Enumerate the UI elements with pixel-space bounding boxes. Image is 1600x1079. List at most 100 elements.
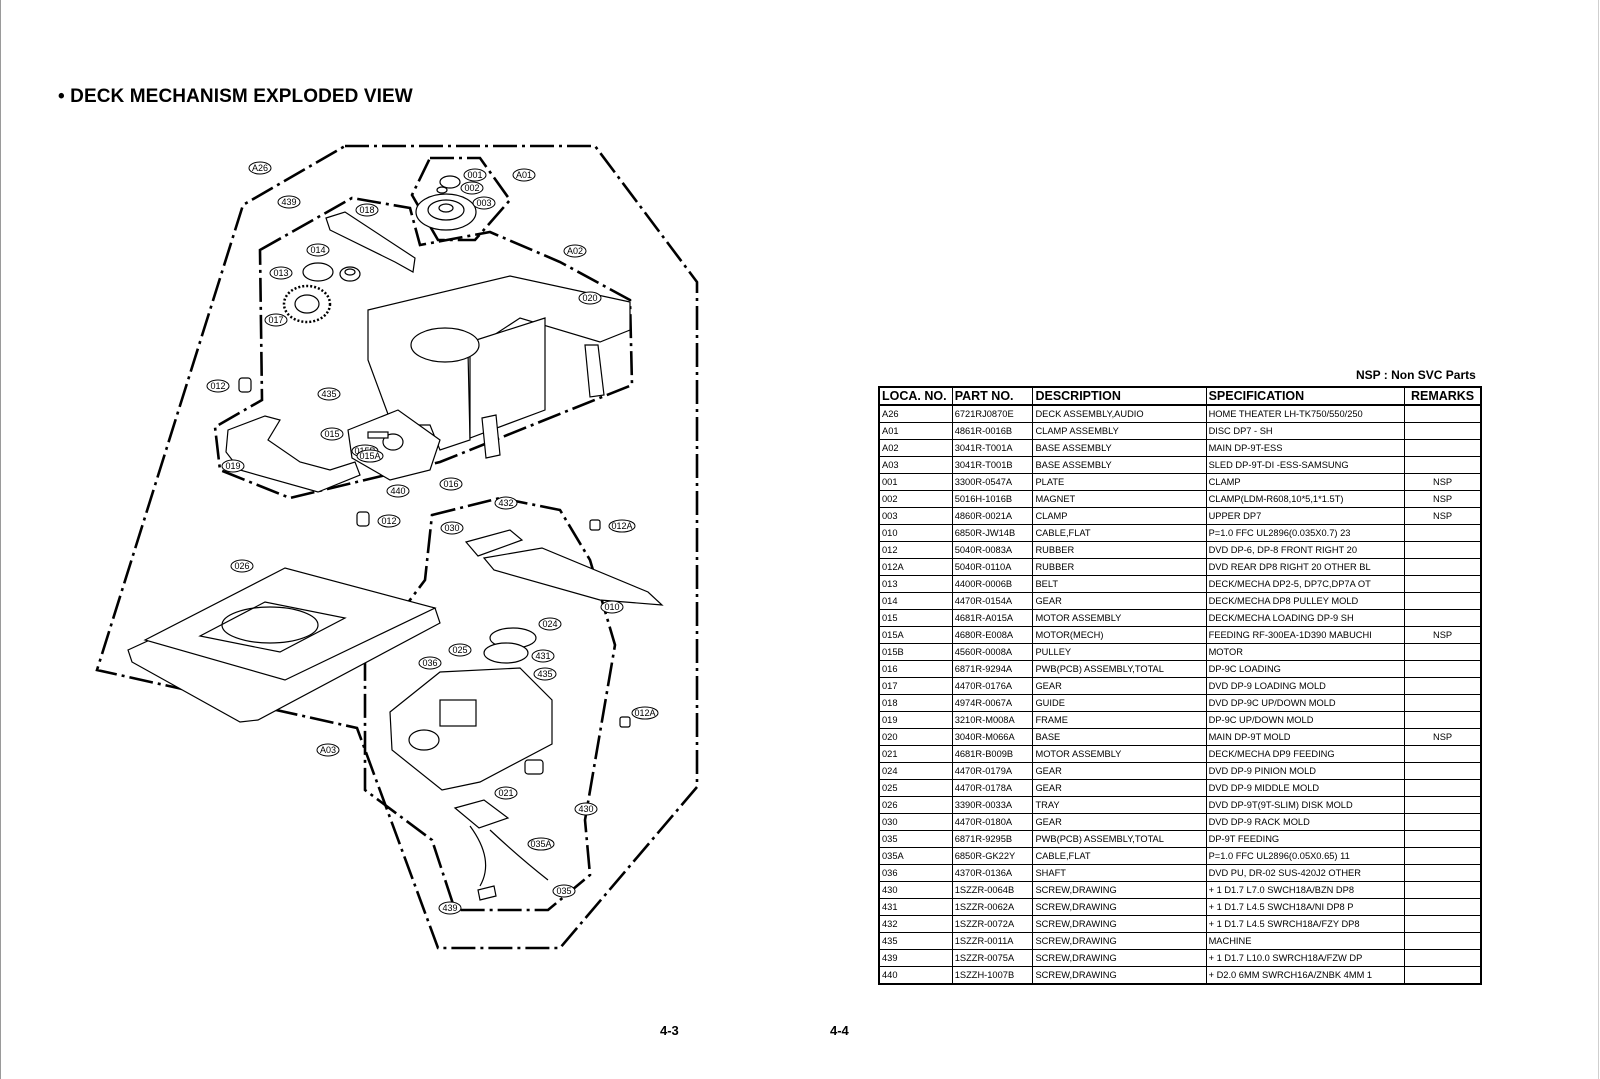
callout-012: 012	[377, 514, 401, 528]
header-specification: SPECIFICATION	[1206, 387, 1406, 406]
cell-loca-no: 020	[879, 728, 953, 746]
cell-loca-no: 013	[879, 575, 953, 593]
callout-label: 021	[498, 788, 513, 798]
cell-part-no: 5016H-1016B	[952, 490, 1034, 508]
cell-part-no: 6850R-GK22Y	[952, 847, 1034, 865]
cell-part-no: 4470R-0176A	[952, 677, 1034, 695]
cell-description: CABLE,FLAT	[1032, 847, 1207, 865]
cell-remarks	[1404, 541, 1482, 559]
cell-part-no: 4861R-0016B	[952, 422, 1034, 440]
cell-loca-no: 432	[879, 915, 953, 933]
exploded-view-drawing: A26439018001002003A01014013017A020200124…	[95, 144, 699, 950]
cell-part-no: 3300R-0547A	[952, 473, 1034, 491]
cell-loca-no: 035	[879, 830, 953, 848]
group-outline-A26	[95, 144, 699, 950]
table-header-row: LOCA. NO. PART NO. DESCRIPTION SPECIFICA…	[879, 387, 1482, 406]
callout-label: 019	[225, 461, 240, 471]
callout-a03: A03	[316, 743, 340, 757]
cell-specification: CLAMP	[1206, 473, 1406, 491]
cell-description: BELT	[1032, 575, 1207, 593]
callout-label: 030	[444, 523, 459, 533]
header-loca-no: LOCA. NO.	[879, 387, 953, 406]
cell-remarks	[1404, 609, 1482, 627]
callout-label: 015	[324, 429, 339, 439]
nsp-note: NSP : Non SVC Parts	[1356, 368, 1476, 382]
callout-label: 025	[452, 645, 467, 655]
callout-label: 431	[535, 651, 550, 661]
cell-remarks	[1404, 694, 1482, 712]
cell-loca-no: 012A	[879, 558, 953, 576]
cell-remarks	[1404, 677, 1482, 695]
cell-description: MOTOR ASSEMBLY	[1032, 745, 1207, 763]
cell-part-no: 4680R-E008A	[952, 626, 1034, 644]
callout-010: 010	[600, 600, 624, 614]
callout-label: A26	[252, 163, 268, 173]
cell-specification: DVD DP-9C UP/DOWN MOLD	[1206, 694, 1406, 712]
cell-loca-no: 015B	[879, 643, 953, 661]
cell-specification: DVD DP-9 LOADING MOLD	[1206, 677, 1406, 695]
cell-description: SCREW,DRAWING	[1032, 949, 1207, 967]
page-right-edge	[1598, 0, 1599, 1079]
cell-remarks	[1404, 422, 1482, 440]
cell-part-no: 6850R-JW14B	[952, 524, 1034, 542]
callout-label: 010	[604, 602, 619, 612]
cell-specification: DVD PU, DR-02 SUS-420J2 OTHER	[1206, 864, 1406, 882]
cell-description: PULLEY	[1032, 643, 1207, 661]
callout-030: 030	[440, 521, 464, 535]
cell-description: GEAR	[1032, 813, 1207, 831]
cell-part-no: 1SZZH-1007B	[952, 966, 1034, 985]
cell-part-no: 4974R-0067A	[952, 694, 1034, 712]
callout-label: 015A	[359, 451, 380, 461]
callout-label: 435	[321, 389, 336, 399]
cell-part-no: 5040R-0110A	[952, 558, 1034, 576]
callout-label: A03	[320, 745, 336, 755]
cell-description: DECK ASSEMBLY,AUDIO	[1032, 405, 1207, 423]
cell-specification: DISC DP7 - SH	[1206, 422, 1406, 440]
callout-label: 035	[556, 886, 571, 896]
callout-label: A02	[567, 246, 583, 256]
cell-loca-no: 003	[879, 507, 953, 525]
callout-label: 439	[442, 903, 457, 913]
cell-specification: DP-9C UP/DOWN MOLD	[1206, 711, 1406, 729]
callout-431: 431	[531, 649, 555, 663]
cell-description: MOTOR(MECH)	[1032, 626, 1207, 644]
cell-specification: DECK/MECHA DP9 FEEDING	[1206, 745, 1406, 763]
cell-part-no: 4681R-B009B	[952, 745, 1034, 763]
cell-specification: FEEDING RF-300EA-1D390 MABUCHI	[1206, 626, 1406, 644]
cell-remarks	[1404, 830, 1482, 848]
cell-remarks	[1404, 915, 1482, 933]
cell-description: BASE	[1032, 728, 1207, 746]
cell-description: MOTOR ASSEMBLY	[1032, 609, 1207, 627]
callout-label: 026	[234, 561, 249, 571]
group-outline-A01	[410, 156, 512, 242]
cell-specification: DVD DP-6, DP-8 FRONT RIGHT 20	[1206, 541, 1406, 559]
cell-description: CLAMP ASSEMBLY	[1032, 422, 1207, 440]
cell-specification: MACHINE	[1206, 932, 1406, 950]
cell-loca-no: 001	[879, 473, 953, 491]
cell-description: SHAFT	[1032, 864, 1207, 882]
cell-remarks	[1404, 966, 1482, 985]
cell-loca-no: 440	[879, 966, 953, 985]
callout-430: 430	[574, 802, 598, 816]
cell-loca-no: 015A	[879, 626, 953, 644]
cell-description: GEAR	[1032, 779, 1207, 797]
cell-remarks: NSP	[1404, 490, 1482, 508]
